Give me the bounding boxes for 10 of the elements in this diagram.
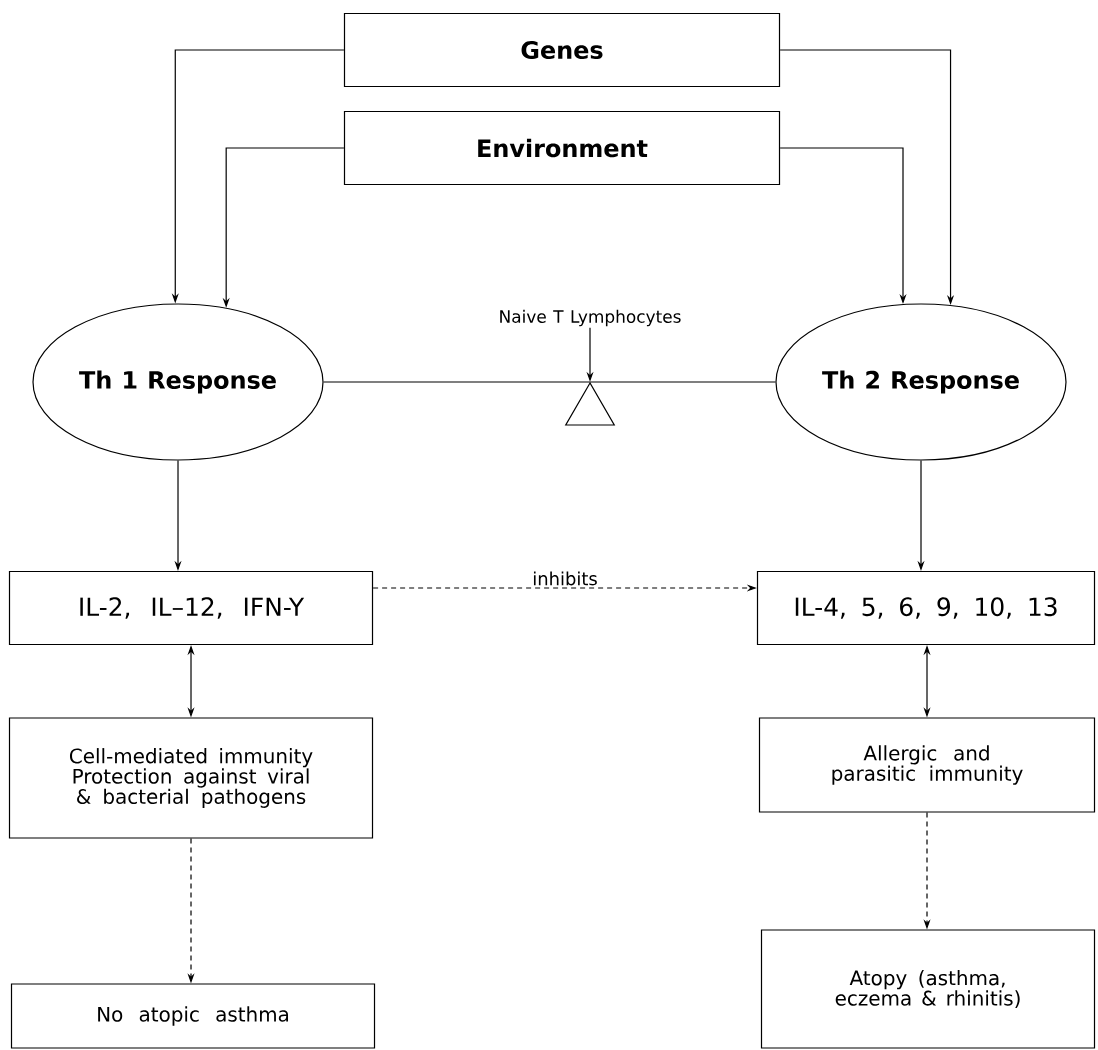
outcome-box: Atopy (asthma, eczema & rhinitis): [760, 929, 1096, 1049]
cytokine-box: IL-4, 5, 6, 9, 10, 13: [756, 570, 1096, 646]
cytokine-box: IL-2, IL–12, IFN-Y: [8, 570, 374, 646]
factor-box: Environment: [343, 110, 781, 186]
outcome-box: No atopic asthma: [10, 983, 376, 1049]
edge-label: inhibits: [531, 570, 599, 587]
outcome-box: Allergic and parasitic immunity: [758, 717, 1096, 813]
factor-box: Genes: [343, 12, 781, 88]
cell-label: Naive T Lymphocytes: [500, 309, 681, 327]
outcome-box: Cell-mediated immunity Protection against viral & bacterial pathogens: [8, 717, 374, 839]
